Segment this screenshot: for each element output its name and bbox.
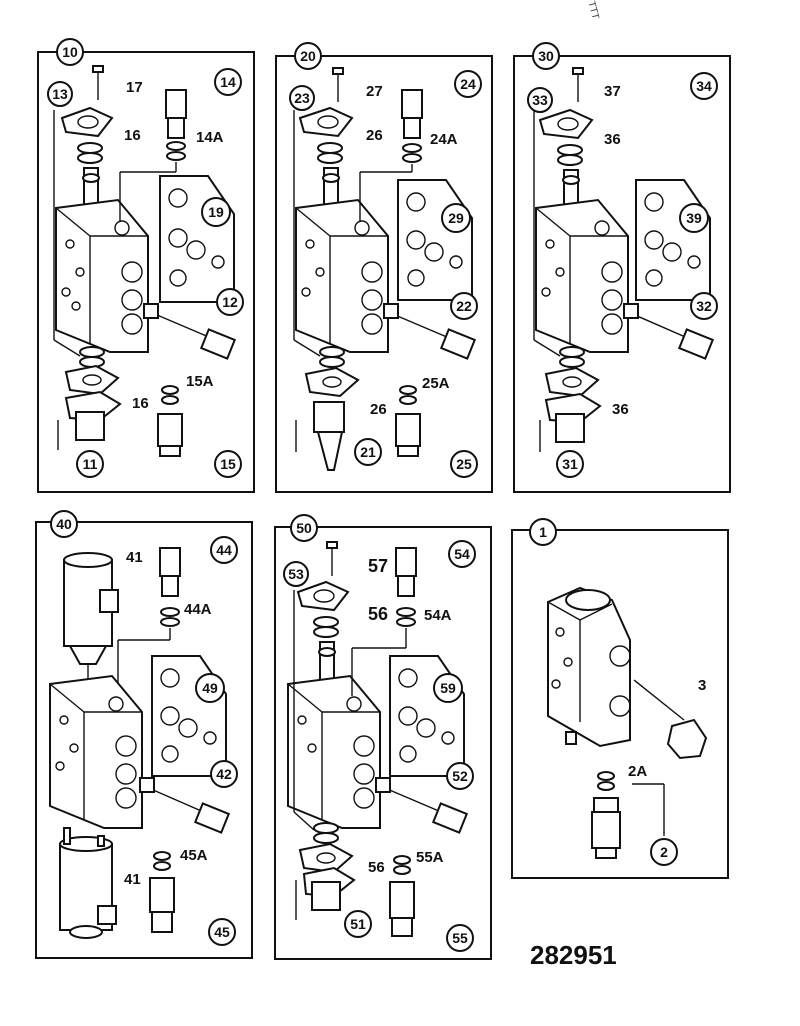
svg-text:54A: 54A (424, 607, 452, 624)
svg-text:17: 17 (126, 79, 143, 96)
panel-40-callouts: 41 44 44A 49 42 45A 41 45 (124, 536, 238, 946)
svg-text:40: 40 (56, 516, 72, 532)
svg-text:27: 27 (366, 83, 383, 100)
svg-text:52: 52 (452, 768, 468, 784)
panel-10-frame (37, 51, 255, 493)
panel-50-frame (274, 526, 492, 960)
svg-text:55A: 55A (416, 849, 444, 866)
svg-text:39: 39 (686, 210, 702, 226)
panel-badge-40: 40 (50, 510, 78, 538)
svg-text:42: 42 (216, 766, 232, 782)
panel-badge-50: 50 (290, 514, 318, 542)
panel-30-parts (533, 67, 715, 452)
svg-text:26: 26 (370, 401, 387, 418)
drawing-number: 282951 (530, 940, 617, 970)
svg-text:51: 51 (350, 916, 366, 932)
svg-text:31: 31 (562, 456, 578, 472)
svg-text:34: 34 (696, 78, 712, 94)
svg-text:22: 22 (456, 298, 472, 314)
svg-text:12: 12 (222, 294, 238, 310)
svg-text:15A: 15A (186, 373, 214, 390)
svg-text:19: 19 (208, 204, 224, 220)
svg-text:21: 21 (360, 444, 376, 460)
svg-text:14A: 14A (196, 129, 224, 146)
svg-text:36: 36 (604, 131, 621, 148)
svg-text:11: 11 (83, 456, 98, 472)
svg-text:54: 54 (454, 546, 470, 562)
svg-text:41: 41 (126, 549, 143, 566)
svg-text:37: 37 (604, 83, 621, 100)
panel-badge-1: 1 (529, 518, 557, 546)
svg-text:20: 20 (300, 48, 316, 64)
panel-20-callouts: 23 27 24 26 24A 29 22 26 25A 21 25 (289, 70, 482, 478)
svg-text:1: 1 (539, 524, 547, 540)
panel-badge-30: 30 (532, 42, 560, 70)
svg-text:55: 55 (452, 930, 468, 946)
svg-text:30: 30 (538, 48, 554, 64)
panel-40-parts (49, 547, 231, 939)
svg-text:16: 16 (124, 127, 141, 144)
svg-text:26: 26 (366, 127, 383, 144)
panel-30-callouts: 33 37 34 36 39 32 36 31 (527, 72, 718, 478)
svg-text:32: 32 (696, 298, 712, 314)
svg-text:44A: 44A (184, 601, 212, 618)
svg-text:41: 41 (124, 871, 141, 888)
svg-text:14: 14 (220, 74, 236, 90)
svg-text:50: 50 (296, 520, 312, 536)
svg-text:56: 56 (368, 859, 385, 876)
panel-20-frame (275, 55, 493, 493)
panel-10-callouts: 13 17 14 16 14A 19 12 16 15A 11 15 (47, 68, 244, 478)
panel-50-parts (287, 541, 469, 937)
panel-badge-20: 20 (294, 42, 322, 70)
panel-10-parts (53, 65, 237, 457)
svg-text:2A: 2A (628, 763, 647, 780)
svg-text:36: 36 (612, 401, 629, 418)
svg-text:45A: 45A (180, 847, 208, 864)
svg-text:3: 3 (698, 677, 706, 694)
svg-text:53: 53 (288, 566, 304, 582)
panel-50-callouts: 53 57 54 56 54A 59 52 56 55A 51 55 (283, 540, 476, 952)
svg-text:10: 10 (62, 44, 78, 60)
svg-text:25: 25 (456, 456, 472, 472)
svg-text:56: 56 (368, 604, 388, 624)
panel-1-callouts: 3 2A 2 (628, 677, 706, 866)
svg-text:23: 23 (294, 90, 310, 106)
svg-text:2: 2 (660, 844, 668, 860)
svg-text:15: 15 (220, 456, 236, 472)
svg-text:13: 13 (52, 86, 68, 102)
svg-text:33: 33 (532, 92, 548, 108)
svg-text:45: 45 (214, 924, 230, 940)
panel-1-frame (511, 529, 729, 879)
panel-badge-10: 10 (56, 38, 84, 66)
svg-text:16: 16 (132, 395, 149, 412)
svg-text:57: 57 (368, 556, 388, 576)
panel-1-parts (547, 586, 708, 859)
svg-text:29: 29 (448, 210, 464, 226)
svg-text:49: 49 (202, 680, 218, 696)
svg-text:44: 44 (216, 542, 232, 558)
panel-30-frame (513, 55, 731, 493)
svg-text:25A: 25A (422, 375, 450, 392)
svg-text:24A: 24A (430, 131, 458, 148)
svg-text:24: 24 (460, 76, 476, 92)
svg-text:59: 59 (440, 680, 456, 696)
panel-40-frame (35, 521, 253, 959)
